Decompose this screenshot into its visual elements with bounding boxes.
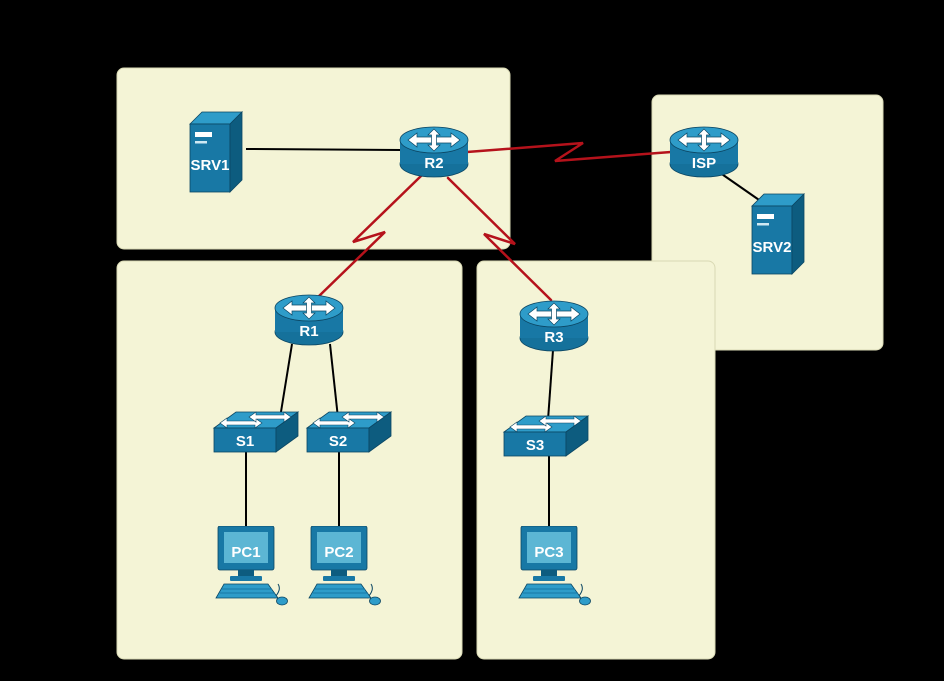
device-label-pc1: PC1 (231, 544, 260, 561)
device-pc3: PC3 (518, 526, 591, 606)
area-bottom-left (116, 260, 463, 660)
link-r1-s2 (329, 343, 339, 419)
link-isp-srv2 (715, 169, 763, 203)
device-label-pc3: PC3 (534, 544, 563, 561)
device-s1: S1 (213, 411, 299, 453)
device-pc1: PC1 (215, 526, 288, 606)
link-r2-isp-serial (465, 141, 673, 163)
device-label-s3: S3 (526, 437, 544, 454)
device-r3: R3 (519, 300, 589, 352)
device-label-r2: R2 (424, 155, 443, 172)
device-srv1: SRV1 (189, 111, 243, 193)
device-label-r3: R3 (544, 329, 563, 346)
server-icon (751, 193, 805, 275)
device-label-r1: R1 (299, 323, 318, 340)
device-label-srv2: SRV2 (753, 239, 792, 256)
device-r1: R1 (274, 294, 344, 346)
server-icon (189, 111, 243, 193)
link-r1-s1 (279, 343, 293, 419)
device-label-pc2: PC2 (324, 544, 353, 561)
device-s2: S2 (306, 411, 392, 453)
device-isp: ISP (669, 126, 739, 178)
device-s3: S3 (503, 415, 589, 457)
links-layer (245, 141, 763, 528)
device-label-s2: S2 (329, 433, 347, 450)
device-label-isp: ISP (692, 155, 716, 172)
link-r2-r1-serial (315, 174, 423, 300)
area-bottom-center (476, 260, 716, 660)
link-srv1-r2 (245, 148, 403, 151)
device-label-srv1: SRV1 (191, 157, 230, 174)
link-r2-r3-serial (446, 176, 553, 302)
link-r3-s3 (547, 349, 554, 421)
device-label-s1: S1 (236, 433, 254, 450)
device-pc2: PC2 (308, 526, 381, 606)
device-r2: R2 (399, 126, 469, 178)
devices-layer: SRV1 R2 ISP SRV2 R1 R3 (189, 111, 805, 606)
device-srv2: SRV2 (751, 193, 805, 275)
